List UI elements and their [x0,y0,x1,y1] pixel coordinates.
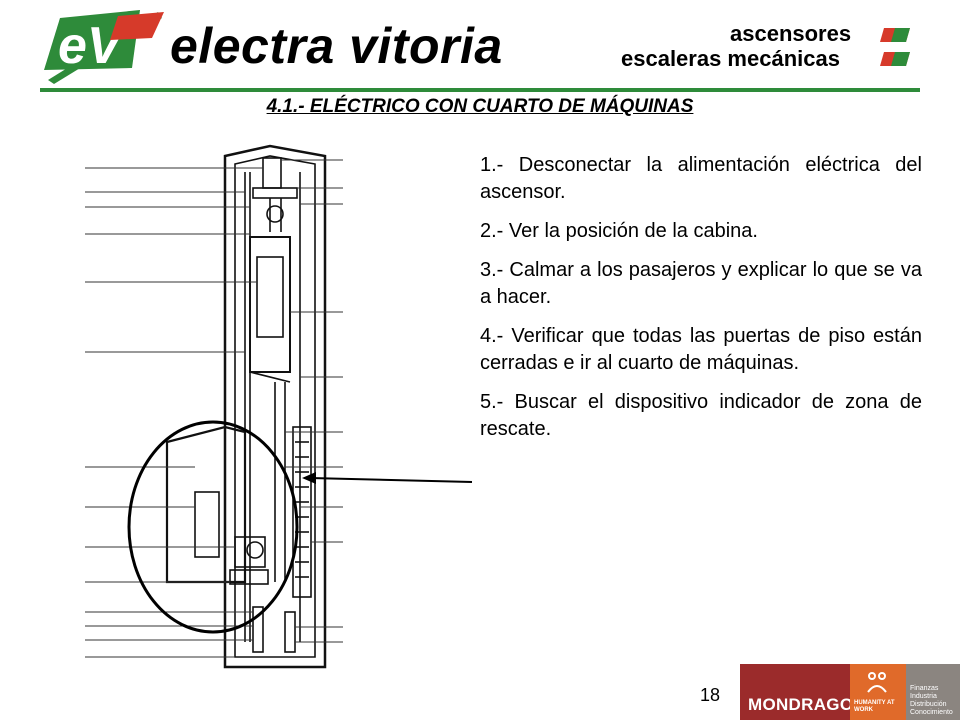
mondragon-logo: MONDRAGON HUMANITY AT WORK Finanzas Indu… [740,664,960,720]
org-tagline: HUMANITY AT WORK [854,700,895,713]
slide-title: 4.1.- ELÉCTRICO CON CUARTO DE MÁQUINAS [266,96,694,117]
org-division: Finanzas Industria Distribución Conocimi… [910,685,953,716]
mondragon-orange-block: HUMANITY AT WORK [850,664,906,720]
step-item: 4.- Verificar que todas las puertas de p… [480,325,922,374]
tagline-escaleras: escaleras mecánicas [621,46,840,71]
step-item: 5.- Buscar el dispositivo indicador de z… [480,391,922,440]
step-item: 3.- Calmar a los pasajeros y explicar lo… [480,259,922,308]
step-item: 1.- Desconectar la alimentación eléctric… [480,154,922,203]
mondragon-gray-block: Finanzas Industria Distribución Conocimi… [906,664,960,720]
elevator-diagram [85,144,343,669]
page-number: 18 [699,685,721,705]
people-icon [867,672,887,693]
steps-list: 1.- Desconectar la alimentación eléctric… [480,152,922,455]
tagline-flag-icon [880,52,910,66]
step-item: 2.- Ver la posición de la cabina. [480,220,758,242]
mondragon-red-block: MONDRAGON [740,664,866,720]
tagline-ascensores: ascensores [730,21,852,46]
header-rule [40,88,920,92]
pointer-arrow [302,472,473,484]
ev-logo-icon: eV [44,10,164,84]
brand-name: electra vitoria [170,18,503,74]
org-name: MONDRAGON [748,695,866,714]
tagline-flag-icon [880,28,910,42]
